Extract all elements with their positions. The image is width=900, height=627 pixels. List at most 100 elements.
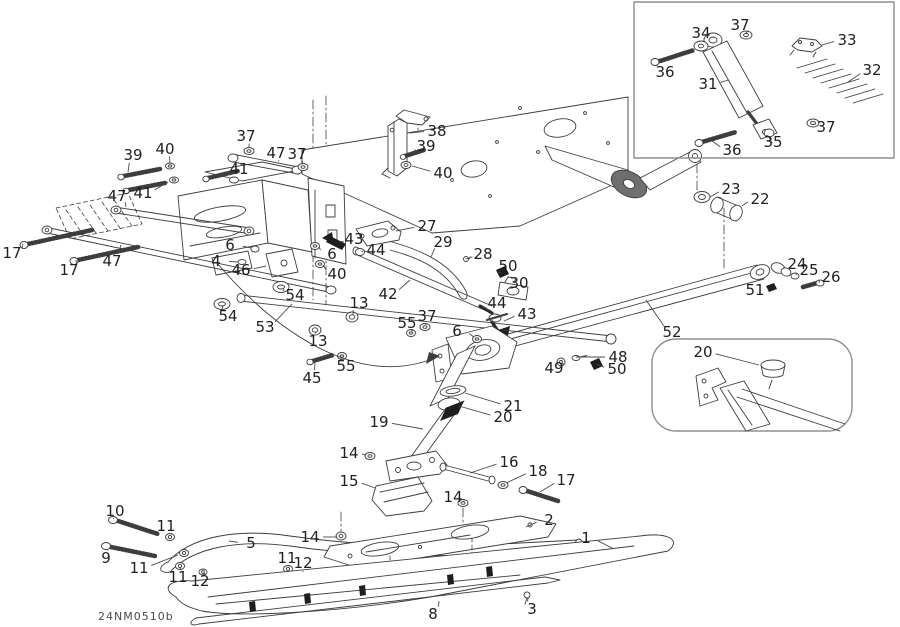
leader-line-31 [720,79,729,83]
leader-line-11 [151,554,179,566]
leader-line-37 [813,123,817,126]
part-callout-55: 55 [397,314,416,332]
part-callout-44: 44 [487,294,506,312]
part-callout-17: 17 [59,261,78,279]
leader-line-11 [179,567,182,570]
part-callout-2: 2 [544,511,554,529]
part-callout-25: 25 [799,261,818,279]
leader-line-39 [127,162,130,173]
leader-line-37 [301,161,304,165]
part-callout-37: 37 [236,127,255,145]
part-callout-11: 11 [168,568,187,586]
part-callout-53: 53 [255,318,274,336]
part-callout-26: 26 [821,268,840,286]
part-callout-27: 27 [417,217,436,235]
leader-line-2 [525,521,537,528]
part-callout-52: 52 [662,323,681,341]
part-callout-37: 37 [816,118,835,136]
leader-line-50 [595,363,605,368]
leader-line-14 [461,500,465,503]
part-callout-12: 12 [293,554,312,572]
part-callout-49: 49 [544,359,563,377]
part-callout-14: 14 [443,488,462,506]
leader-line-37 [745,31,749,34]
part-callout-13: 13 [308,332,327,350]
leader-line-34 [702,40,705,43]
ski-assembly [101,515,674,626]
part-callout-39: 39 [123,146,142,164]
leader-line-50 [498,271,502,274]
leader-line-17 [539,482,555,493]
leader-line-23 [709,191,720,198]
leader-line-22 [741,201,749,207]
part-callout-47: 47 [266,144,285,162]
leader-line-6 [318,246,321,251]
part-callout-55: 55 [336,357,355,375]
pivot-sleeve-parts [693,191,743,222]
part-callout-43: 43 [344,230,363,248]
part-callout-48: 48 [608,348,627,366]
part-callout-13: 13 [349,294,368,312]
leader-line-55 [339,357,343,360]
leader-line-28 [468,256,472,260]
leader-line-15 [361,482,376,489]
leader-line-46 [253,265,267,270]
part-callout-9: 9 [101,549,111,567]
part-callout-10: 10 [105,502,124,520]
part-callout-54: 54 [285,286,304,304]
part-callout-19: 19 [369,413,388,431]
leader-line-27 [395,226,415,232]
part-callout-42: 42 [378,285,397,303]
steering-support-bracket [381,109,431,179]
leader-line-47 [117,244,122,255]
leader-line-47 [124,202,127,208]
part-callout-6: 6 [452,322,462,340]
part-callout-17: 17 [556,471,575,489]
leader-line-41 [227,173,231,176]
leader-line-16 [469,463,497,474]
part-callout-30: 30 [509,274,528,292]
leader-line-20 [715,353,760,366]
part-callout-41: 41 [229,160,248,178]
leader-line-18 [505,473,527,484]
leader-line-55 [410,329,414,332]
leader-line-1 [597,540,615,550]
part-callout-22: 22 [750,190,769,208]
swing-arm [469,262,825,357]
shock-absorber-inset [633,1,895,159]
leader-line-52 [645,299,665,327]
part-callout-40: 40 [155,140,174,158]
spindle-cap-inset [651,338,853,432]
leader-line-43 [503,315,515,322]
leader-line-39 [414,149,417,152]
leader-line-24 [782,266,786,270]
leader-line-11 [169,532,173,535]
leader-line-19 [391,422,424,430]
part-callout-41: 41 [133,184,152,202]
assembly-arrow [215,261,440,367]
part-callout-50: 50 [498,257,517,275]
part-callout-24: 24 [787,255,806,273]
tie-rod [322,232,510,336]
part-callout-54: 54 [218,307,237,325]
part-callout-11: 11 [277,549,296,567]
part-callout-14: 14 [339,444,358,462]
part-callout-46: 46 [231,261,250,279]
part-callout-50: 50 [607,360,626,378]
part-callout-18: 18 [528,462,547,480]
leader-line-6 [468,333,475,338]
part-callout-15: 15 [339,472,358,490]
part-callout-44: 44 [366,241,385,259]
part-callout-28: 28 [473,245,492,263]
part-callout-37: 37 [730,16,749,34]
leader-line-40 [411,165,431,172]
rear-pivot-arm [544,145,702,199]
part-callout-36: 36 [722,141,741,159]
part-callout-21: 21 [503,397,522,415]
leader-line-4 [228,260,239,263]
leader-line-42 [398,279,411,291]
leader-line-43 [341,240,345,243]
part-callout-40: 40 [433,164,452,182]
